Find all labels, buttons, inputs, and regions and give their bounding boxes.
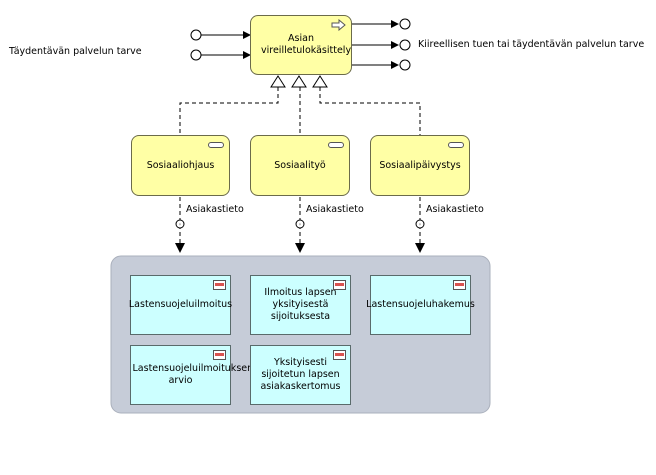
flow-label-1: Asiakastieto (186, 204, 244, 215)
input-connector-1 (190, 29, 251, 41)
subprocess-box-1[interactable]: Sosiaaliohjaus (131, 135, 230, 196)
document-icon (213, 280, 226, 290)
document-icon (333, 280, 346, 290)
document-box-2[interactable]: Ilmoitus lapsen yksityisestä sijoitukses… (250, 275, 351, 335)
document-box-5[interactable]: Yksityisesti sijoitetun lapsen asiakaske… (250, 345, 351, 405)
subprocess-label-2: Sosiaalityö (274, 159, 326, 171)
document-icon (213, 350, 226, 360)
svg-text:◦: ◦ (418, 222, 422, 229)
output-connector-2 (352, 39, 411, 51)
data-flow-1: ◦ (175, 197, 185, 253)
main-process-box[interactable]: Asian vireilletulokäsittely (250, 15, 352, 75)
subprocess-label-3: Sosiaalipäivystys (379, 159, 461, 171)
document-label-1: Lastensuojeluilmoitus (128, 299, 233, 310)
process-arrow-icon (331, 19, 346, 31)
document-box-4[interactable]: Lastensuojeluilmoituksen arvio (130, 345, 254, 405)
decomposition-links (179, 87, 421, 135)
document-box-3[interactable]: Lastensuojeluhakemus (366, 275, 475, 335)
document-icon (333, 350, 346, 360)
output-connector-3 (352, 59, 411, 71)
main-process-label: Asian vireilletulokäsittely (261, 33, 352, 56)
subprocess-box-3[interactable]: Sosiaalipäivystys (370, 135, 470, 196)
flow-label-2: Asiakastieto (306, 204, 364, 215)
svg-text:◦: ◦ (298, 222, 302, 229)
output-label: Kiireellisen tuen tai täydentävän palvel… (418, 39, 645, 50)
subprocess-label-1: Sosiaaliohjaus (146, 159, 215, 171)
svg-text:◦: ◦ (178, 222, 182, 229)
data-flow-3: ◦ (415, 197, 425, 253)
subprocess-icon (448, 142, 464, 148)
document-label-3: Lastensuojeluhakemus (366, 299, 475, 310)
document-icon (453, 280, 466, 290)
document-label-2: Ilmoitus lapsen yksityisestä sijoitukses… (264, 287, 337, 322)
flow-label-3: Asiakastieto (426, 204, 484, 215)
document-label-4: Lastensuojeluilmoituksen arvio (132, 363, 254, 386)
subprocess-box-2[interactable]: Sosiaalityö (250, 135, 350, 196)
data-flow-2: ◦ (295, 197, 305, 253)
subprocess-icon (328, 142, 344, 148)
input-label: Täydentävän palvelun tarve (9, 46, 142, 57)
output-connector-1 (352, 18, 411, 30)
input-connector-2 (190, 49, 251, 61)
document-box-1[interactable]: Lastensuojeluilmoitus (129, 275, 232, 335)
subprocess-icon (208, 142, 224, 148)
aggregation-triangles (270, 75, 328, 88)
document-label-5: Yksityisesti sijoitetun lapsen asiakaske… (260, 357, 341, 392)
